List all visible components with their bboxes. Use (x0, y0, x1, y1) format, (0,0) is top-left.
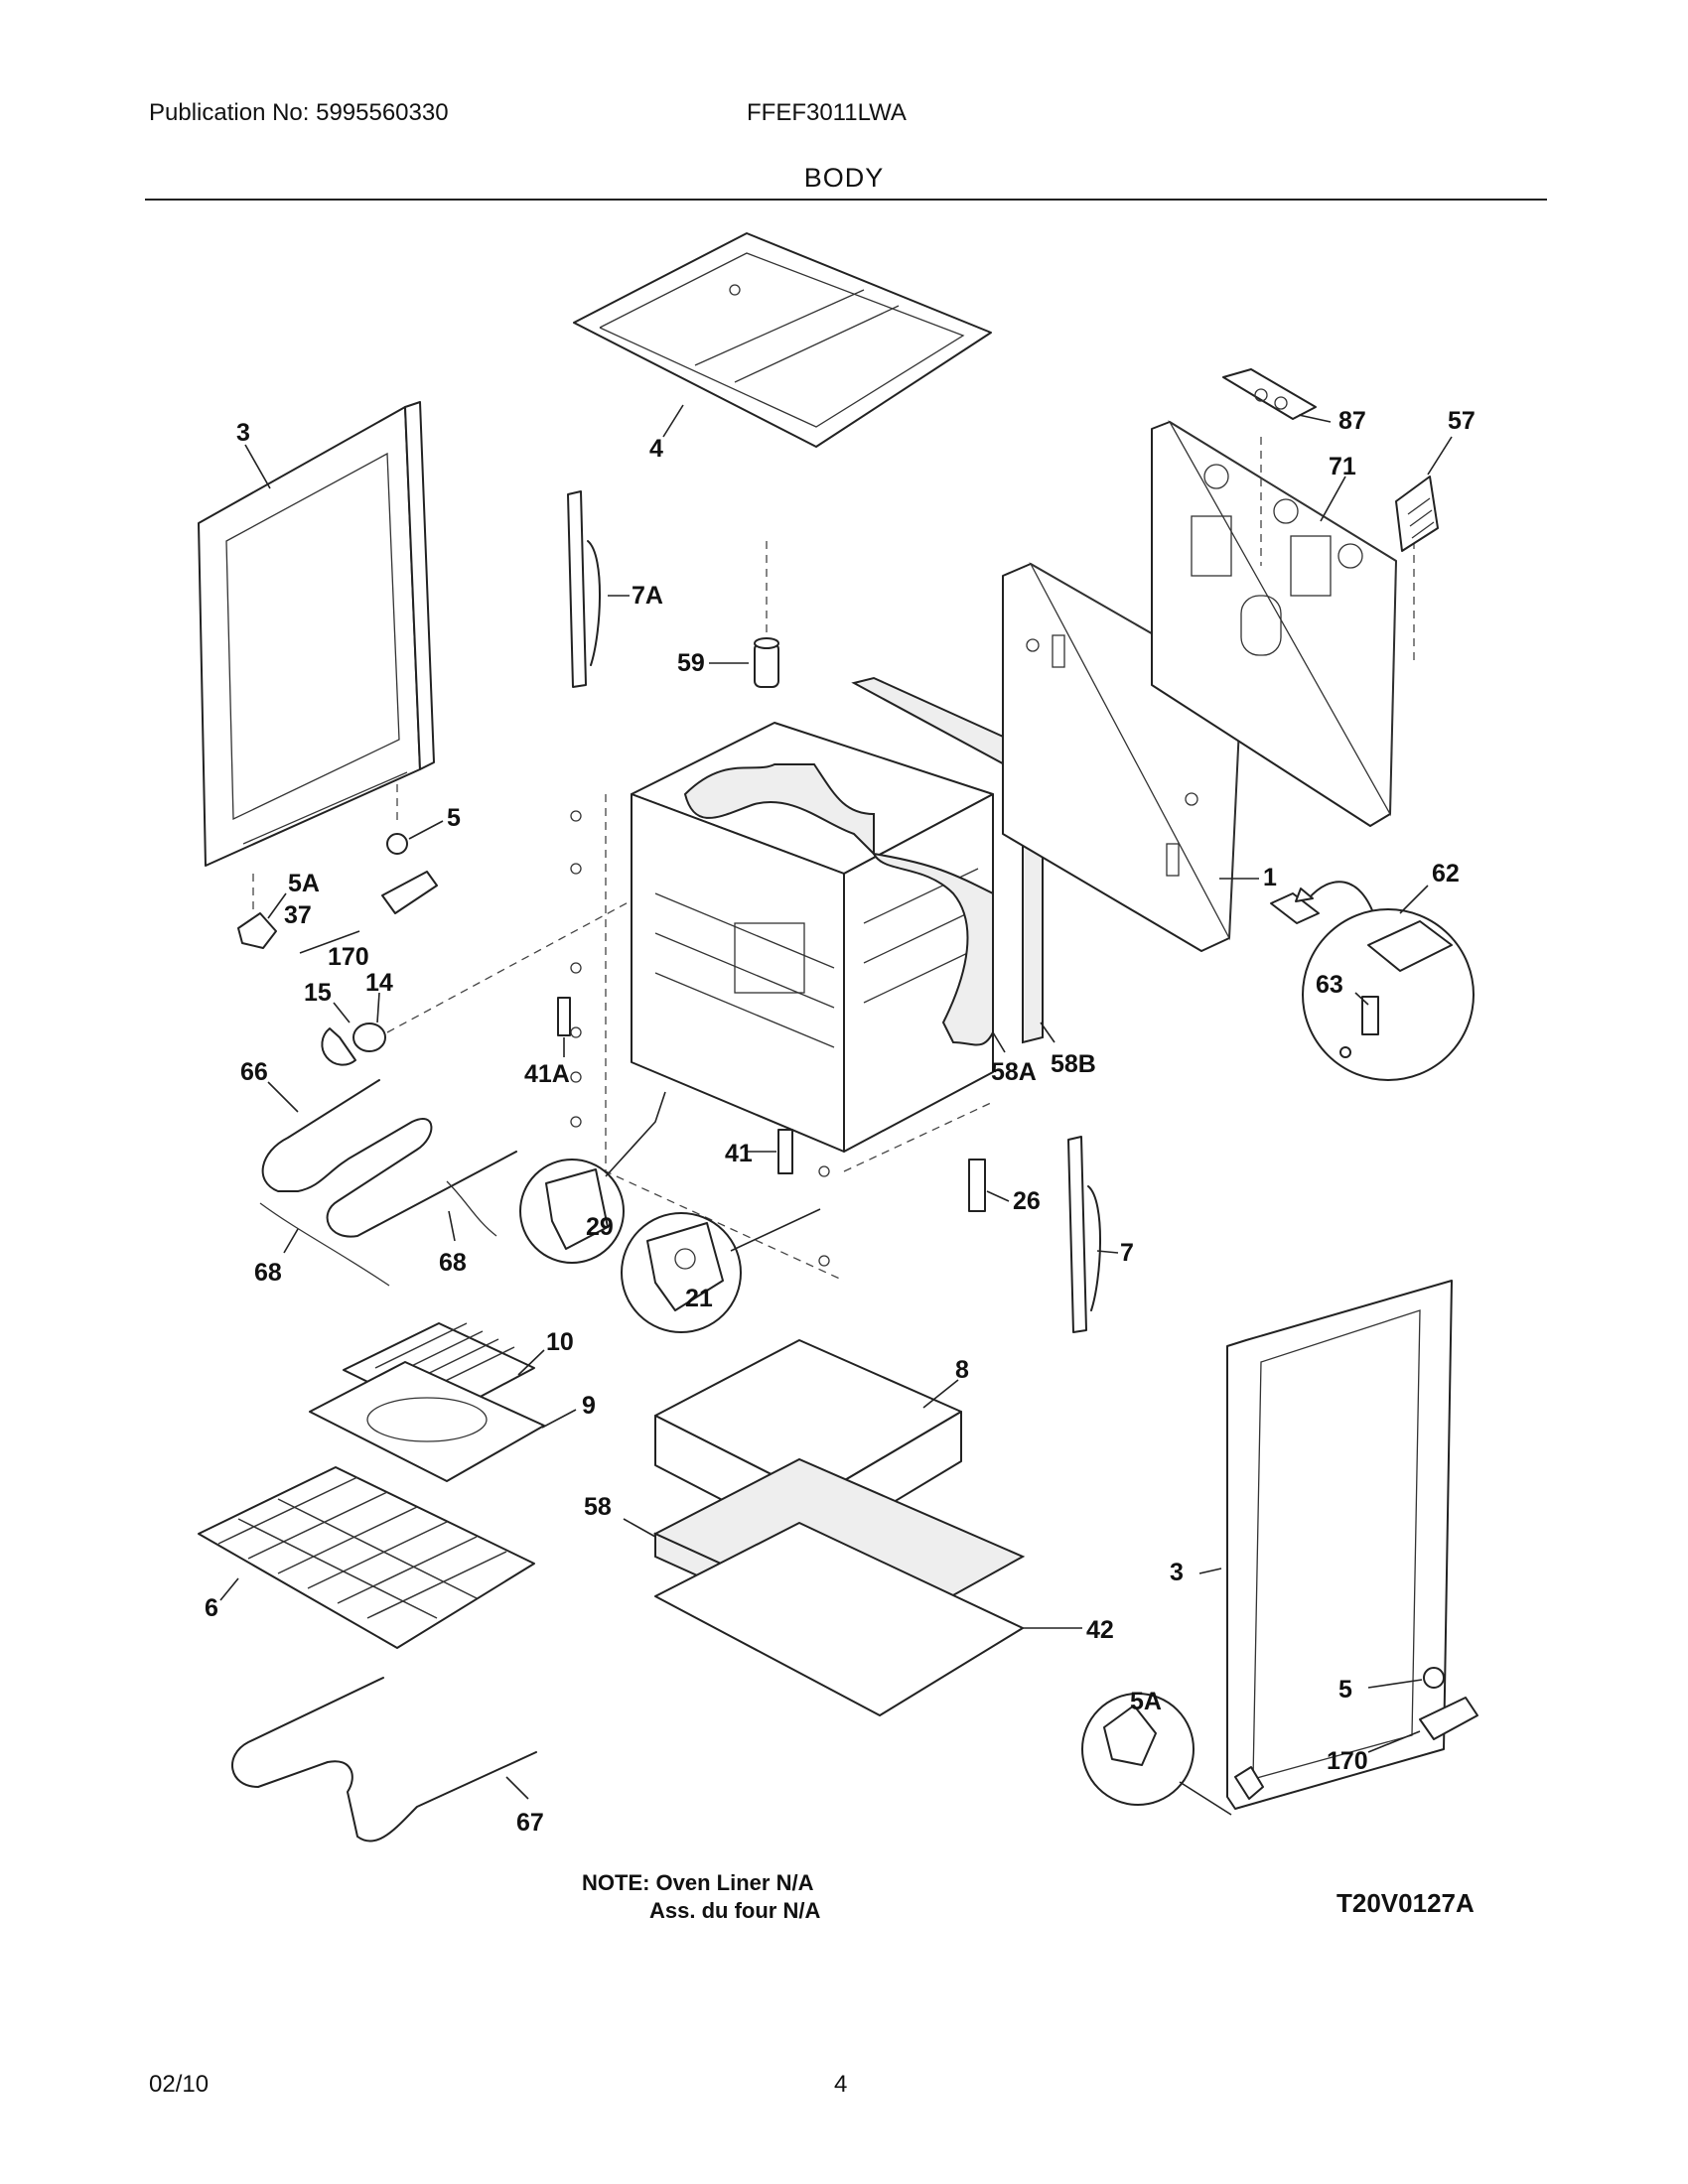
top-panel (573, 232, 992, 448)
callout-42: 42 (1086, 1616, 1114, 1644)
callout-7A: 7A (632, 582, 663, 610)
callout-58B: 58B (1051, 1050, 1096, 1078)
callout-10: 10 (546, 1328, 574, 1356)
callout-58A: 58A (991, 1058, 1037, 1086)
callout-57: 57 (1448, 407, 1476, 435)
callout-14: 14 (365, 969, 393, 997)
gasket-87 (1222, 368, 1332, 423)
header-rule (145, 199, 1547, 201)
callout-5-left: 5 (447, 804, 461, 832)
rack-support-left (567, 490, 630, 688)
callout-15: 15 (304, 979, 332, 1007)
clip-details (519, 1091, 821, 1333)
callout-5A-right: 5A (1130, 1688, 1162, 1715)
callout-7: 7 (1120, 1239, 1134, 1267)
callout-21: 21 (685, 1285, 713, 1312)
model-number: FFEF3011LWA (747, 99, 907, 126)
callout-170-left: 170 (328, 943, 369, 971)
callout-59: 59 (677, 649, 705, 677)
callout-41: 41 (725, 1140, 753, 1167)
callout-68-left: 68 (254, 1259, 282, 1287)
left-side-panel (198, 401, 435, 913)
oven-rack (198, 1466, 535, 1649)
publication-number: Publication No: 5995560330 (149, 99, 449, 126)
note-line-1: NOTE: Oven Liner N/A (582, 1870, 814, 1895)
callout-62: 62 (1432, 860, 1460, 887)
callout-3-left: 3 (236, 419, 250, 447)
terminal-block-detail (1270, 881, 1475, 1081)
outer-back-panel (1151, 420, 1415, 827)
callout-4: 4 (649, 435, 663, 463)
diagram-code: T20V0127A (1336, 1888, 1475, 1918)
footer-date: 02/10 (149, 2071, 210, 2098)
page-number: 4 (834, 2071, 848, 2098)
callout-41A: 41A (524, 1060, 570, 1088)
small-brackets (557, 997, 1010, 1212)
bake-element (231, 1677, 537, 1843)
right-side-panel (1198, 1280, 1453, 1810)
callout-66: 66 (240, 1058, 268, 1086)
broil-element (259, 1079, 517, 1287)
bumper-59 (709, 541, 779, 688)
note-line-2: Ass. du four N/A (649, 1898, 821, 1923)
callout-37: 37 (284, 901, 312, 929)
callout-29: 29 (586, 1213, 614, 1241)
section-title: BODY (803, 163, 885, 193)
callout-58: 58 (584, 1493, 612, 1521)
callout-8: 8 (955, 1356, 969, 1384)
drawer-assembly (623, 1339, 1082, 1716)
callout-6: 6 (205, 1594, 218, 1622)
callout-67: 67 (516, 1809, 544, 1837)
rack-support-right (1067, 1136, 1119, 1333)
callout-3-right: 3 (1170, 1559, 1184, 1586)
broil-pan (309, 1322, 577, 1482)
callout-1: 1 (1263, 864, 1277, 891)
right-hinge-parts (1081, 1667, 1478, 1816)
callout-71: 71 (1329, 453, 1356, 480)
callout-63: 63 (1316, 971, 1343, 999)
callout-5A-left: 5A (288, 870, 320, 897)
callout-87: 87 (1338, 407, 1366, 435)
callout-5-right: 5 (1338, 1676, 1352, 1704)
callout-68-right: 68 (439, 1249, 467, 1277)
callout-170-right: 170 (1327, 1747, 1368, 1775)
oven-cavity (570, 722, 994, 1282)
callout-9: 9 (582, 1392, 596, 1420)
left-hinge-and-light-parts (237, 820, 636, 1066)
callout-26: 26 (1013, 1187, 1041, 1215)
vent-cover-57 (1395, 436, 1453, 552)
